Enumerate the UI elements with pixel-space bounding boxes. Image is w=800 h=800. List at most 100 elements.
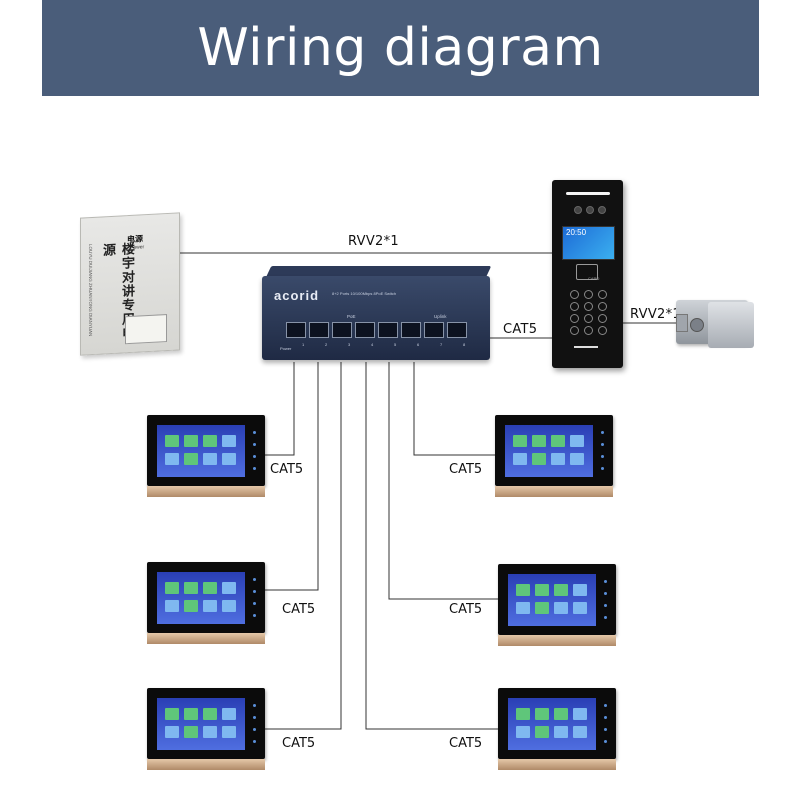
psu-spec-sticker xyxy=(125,314,167,345)
switch-port xyxy=(332,322,352,338)
wire-monitor-left-2 xyxy=(264,362,319,591)
label-psu-door: RVV2*1 xyxy=(348,234,399,249)
monitor-button xyxy=(604,740,607,743)
label-monitor-right-2: CAT5 xyxy=(449,602,483,617)
monitor-screen xyxy=(505,425,593,477)
power-supply: 电源 Power 楼宇对讲专用电源 LOUYU DUIJIANG ZHUANYO… xyxy=(80,212,180,356)
port-number: 7 xyxy=(440,342,443,347)
port-number: 5 xyxy=(394,342,397,347)
monitor-body xyxy=(147,688,265,759)
switch-port xyxy=(378,322,398,338)
monitor-button xyxy=(253,590,256,593)
app-tile xyxy=(222,453,236,465)
keypad-key xyxy=(584,314,593,323)
app-tile xyxy=(516,726,530,738)
monitor-base xyxy=(147,486,265,497)
monitor-button xyxy=(604,716,607,719)
monitor-button xyxy=(604,616,607,619)
monitor-base xyxy=(498,759,616,770)
keypad-key xyxy=(584,290,593,299)
app-tile xyxy=(184,600,198,612)
keypad-key xyxy=(598,290,607,299)
monitor-screen xyxy=(508,574,596,626)
port-number: 6 xyxy=(417,342,420,347)
app-tile xyxy=(516,708,530,720)
camera-icon xyxy=(574,206,582,214)
app-tile xyxy=(222,708,236,720)
app-tile xyxy=(554,602,568,614)
lock-cylinder-icon xyxy=(690,318,704,332)
keypad-key xyxy=(570,290,579,299)
label-switch-door: CAT5 xyxy=(503,322,538,337)
label-monitor-left-2: CAT5 xyxy=(282,602,316,617)
lock-strike-plate xyxy=(708,302,754,348)
label-monitor-left-3: CAT5 xyxy=(282,736,316,751)
label-monitor-left-1: CAT5 xyxy=(270,462,304,477)
app-tile xyxy=(535,708,549,720)
app-tile xyxy=(222,582,236,594)
monitor-screen xyxy=(508,698,596,750)
app-tile xyxy=(165,435,179,447)
app-tile xyxy=(532,435,546,447)
monitor-button xyxy=(604,592,607,595)
card-label: CARD xyxy=(588,276,600,281)
app-tile xyxy=(203,435,217,447)
monitor-button xyxy=(253,467,256,470)
monitor-button xyxy=(253,602,256,605)
label-door-lock: RVV2*1 xyxy=(630,307,681,322)
monitor-body xyxy=(147,415,265,486)
keypad-key xyxy=(570,314,579,323)
port-number: 4 xyxy=(371,342,374,347)
door-station-time: 20:50 xyxy=(566,228,587,237)
monitor-button xyxy=(253,455,256,458)
app-tile xyxy=(184,708,198,720)
monitor-body xyxy=(498,564,616,635)
app-tile xyxy=(203,600,217,612)
app-tile xyxy=(535,584,549,596)
monitor-base xyxy=(498,635,616,646)
monitor-screen xyxy=(157,425,245,477)
app-tile xyxy=(554,708,568,720)
switch-uplink-label: Uplink xyxy=(434,314,447,319)
app-tile xyxy=(535,726,549,738)
keypad-key xyxy=(598,302,607,311)
door-station: 20:50 CARD xyxy=(552,180,623,368)
title-banner: Wiring diagram xyxy=(42,0,759,96)
psu-pinyin: LOUYU DUIJIANG ZHUANYONG DIANYUAN xyxy=(88,243,93,337)
keypad-key xyxy=(570,326,579,335)
keypad-key xyxy=(570,302,579,311)
app-tile xyxy=(203,453,217,465)
app-tile xyxy=(513,453,527,465)
wire-monitor-right-2 xyxy=(388,362,498,600)
app-tile xyxy=(203,726,217,738)
monitor-base xyxy=(495,486,613,497)
switch-port xyxy=(309,322,329,338)
app-tile xyxy=(570,453,584,465)
monitor-button xyxy=(253,443,256,446)
port-number: 8 xyxy=(463,342,466,347)
switch-poe-label: PoE xyxy=(347,314,356,319)
wire-monitor-left-1 xyxy=(264,362,295,456)
app-tile xyxy=(516,584,530,596)
monitor-button xyxy=(253,614,256,617)
label-monitor-right-3: CAT5 xyxy=(449,736,483,751)
switch-port xyxy=(286,322,306,338)
keypad-key xyxy=(598,314,607,323)
app-tile xyxy=(573,602,587,614)
monitor-base xyxy=(147,633,265,644)
monitor-button xyxy=(604,704,607,707)
app-tile xyxy=(165,726,179,738)
monitor-button xyxy=(253,431,256,434)
indoor-monitor xyxy=(498,564,616,646)
wire-monitor-left-3 xyxy=(264,362,342,730)
monitor-base xyxy=(147,759,265,770)
app-tile xyxy=(554,726,568,738)
camera-icon xyxy=(586,206,594,214)
monitor-button xyxy=(604,728,607,731)
lock-bolt xyxy=(676,314,688,332)
wire-monitor-right-3 xyxy=(365,362,498,730)
app-tile xyxy=(535,602,549,614)
monitor-body xyxy=(498,688,616,759)
monitor-button xyxy=(601,443,604,446)
